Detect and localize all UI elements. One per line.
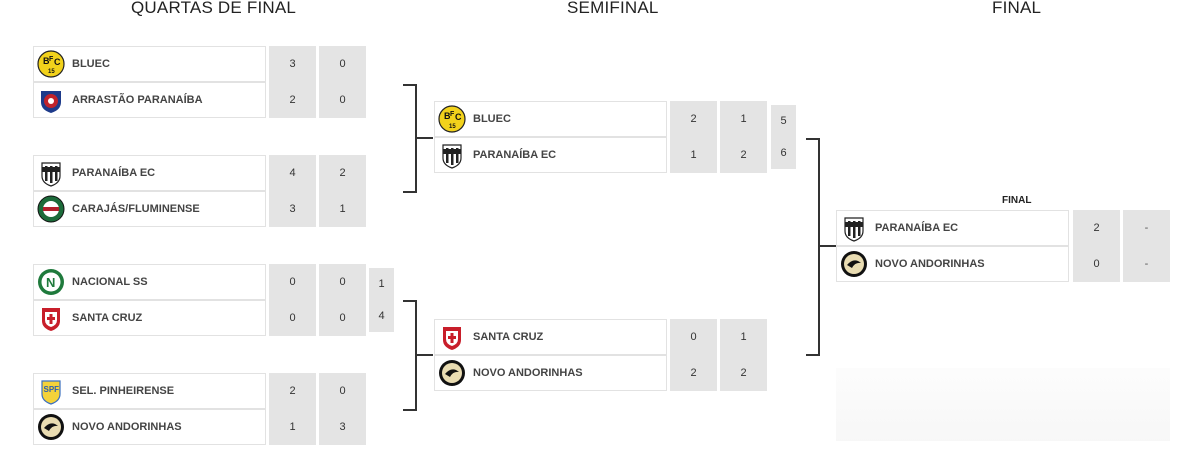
- paranaiba-crest-icon: [36, 158, 66, 188]
- team-row[interactable]: SANTA CRUZ: [434, 319, 667, 355]
- andorinhas-crest-icon: [437, 358, 467, 388]
- penalty-score: 6: [771, 137, 796, 169]
- round-title-final: FINAL: [992, 0, 1042, 17]
- team-name: PARANAÍBA EC: [473, 149, 557, 161]
- score-leg1: 0: [269, 264, 316, 300]
- team-name: BLUEC: [473, 113, 511, 125]
- svg-text:F: F: [49, 56, 54, 63]
- team-name: BLUEC: [72, 58, 110, 70]
- score-leg2: 2: [720, 355, 767, 391]
- svg-text:15: 15: [449, 124, 456, 130]
- team-row[interactable]: NOVO ANDORINHAS: [434, 355, 667, 391]
- bracket-connector: [806, 138, 820, 356]
- team-row[interactable]: PARANAÍBA EC: [434, 137, 667, 173]
- svg-text:SPF: SPF: [44, 385, 60, 394]
- team-row[interactable]: CARAJÁS/FLUMINENSE: [33, 191, 266, 227]
- team-name: PARANAÍBA EC: [875, 222, 959, 234]
- score-leg1: 2: [269, 82, 316, 118]
- team-row[interactable]: ARRASTÃO PARANAÍBA: [33, 82, 266, 118]
- team-name: NOVO ANDORINHAS: [473, 367, 583, 379]
- team-name: SEL. PINHEIRENSE: [72, 385, 175, 397]
- bracket-connector: [820, 245, 836, 247]
- score-leg2: 0: [319, 300, 366, 336]
- score-leg1: 4: [269, 155, 316, 191]
- round-title-semifinal: SEMIFINAL: [567, 0, 659, 17]
- penalty-score: 4: [369, 300, 394, 332]
- nacional-crest-icon: N: [36, 267, 66, 297]
- score-leg2: 1: [720, 101, 767, 137]
- team-row[interactable]: N NACIONAL SS: [33, 264, 266, 300]
- team-row[interactable]: PARANAÍBA EC: [33, 155, 266, 191]
- score-leg1: 3: [269, 191, 316, 227]
- team-name: NOVO ANDORINHAS: [72, 421, 182, 433]
- svg-text:B: B: [43, 56, 50, 66]
- bracket-connector: [403, 300, 417, 411]
- score-leg2: 2: [319, 155, 366, 191]
- score-leg2: 3: [319, 409, 366, 445]
- svg-text:15: 15: [48, 69, 55, 75]
- svg-text:F: F: [450, 111, 455, 118]
- svg-text:C: C: [54, 57, 61, 67]
- team-name: PARANAÍBA EC: [72, 167, 156, 179]
- bracket-connector: [403, 84, 417, 193]
- score-leg2: 0: [319, 82, 366, 118]
- score-leg1: 2: [1073, 210, 1120, 246]
- andorinhas-crest-icon: [839, 249, 869, 279]
- round-title-quarterfinals: QUARTAS DE FINAL: [131, 0, 297, 17]
- score-leg2: 0: [319, 373, 366, 409]
- score-leg2: 0: [319, 264, 366, 300]
- score-leg2: 1: [720, 319, 767, 355]
- team-name: CARAJÁS/FLUMINENSE: [72, 203, 200, 215]
- score-leg1: 1: [670, 137, 717, 173]
- team-name: SANTA CRUZ: [473, 331, 544, 343]
- score-leg1: 2: [269, 373, 316, 409]
- team-row[interactable]: SPF SEL. PINHEIRENSE: [33, 373, 266, 409]
- score-leg2: 0: [319, 46, 366, 82]
- penalty-score: 5: [771, 105, 796, 137]
- faded-background-area: [836, 368, 1170, 441]
- team-name: ARRASTÃO PARANAÍBA: [72, 94, 203, 106]
- score-leg1: 1: [269, 409, 316, 445]
- score-leg2: 2: [720, 137, 767, 173]
- team-name: NOVO ANDORINHAS: [875, 258, 985, 270]
- team-row[interactable]: NOVO ANDORINHAS: [33, 409, 266, 445]
- team-name: SANTA CRUZ: [72, 312, 143, 324]
- penalty-score: 1: [369, 268, 394, 300]
- score-leg1: 0: [1073, 246, 1120, 282]
- santacruz-crest-icon: [437, 322, 467, 352]
- bracket-connector: [417, 354, 433, 356]
- santacruz-crest-icon: [36, 303, 66, 333]
- svg-text:B: B: [444, 111, 451, 121]
- arrastao-crest-icon: [36, 85, 66, 115]
- score-leg1: 0: [269, 300, 316, 336]
- score-leg2: -: [1123, 246, 1170, 282]
- bracket-connector: [417, 137, 433, 139]
- score-leg2: -: [1123, 210, 1170, 246]
- carajas-crest-icon: [36, 194, 66, 224]
- team-name: NACIONAL SS: [72, 276, 148, 288]
- svg-text:N: N: [46, 275, 55, 290]
- score-leg1: 2: [670, 355, 717, 391]
- score-leg1: 3: [269, 46, 316, 82]
- score-leg1: 2: [670, 101, 717, 137]
- svg-text:C: C: [455, 112, 462, 122]
- pinheirense-crest-icon: SPF: [36, 376, 66, 406]
- team-row[interactable]: NOVO ANDORINHAS: [836, 246, 1069, 282]
- team-row[interactable]: SANTA CRUZ: [33, 300, 266, 336]
- paranaiba-crest-icon: [437, 140, 467, 170]
- team-row[interactable]: PARANAÍBA EC: [836, 210, 1069, 246]
- score-leg1: 0: [670, 319, 717, 355]
- final-box-label: FINAL: [1002, 195, 1032, 206]
- paranaiba-crest-icon: [839, 213, 869, 243]
- andorinhas-crest-icon: [36, 412, 66, 442]
- score-leg2: 1: [319, 191, 366, 227]
